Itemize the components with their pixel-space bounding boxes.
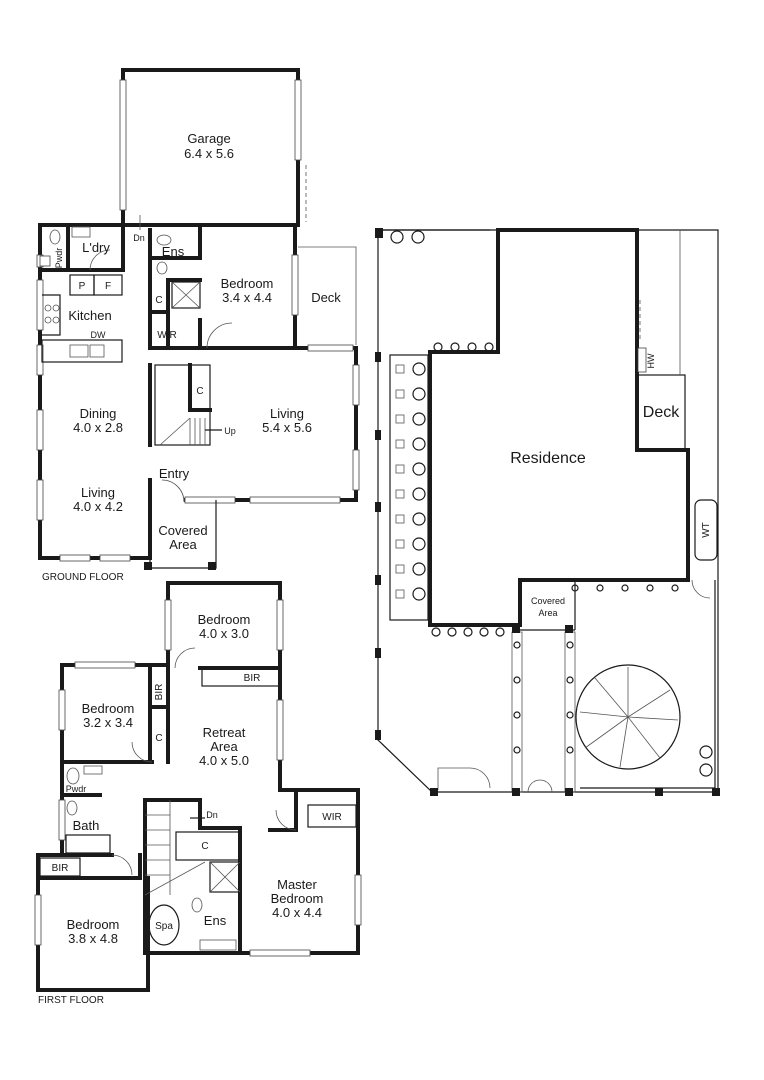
- gf-ensuite-name: Ens: [162, 244, 185, 259]
- ff-closet-mid-name: C: [201, 841, 208, 852]
- gf-dining-size: 4.0 x 2.8: [73, 420, 123, 435]
- gf-living-front-name: Living: [81, 485, 115, 500]
- ff-master-size: 4.0 x 4.4: [272, 905, 322, 920]
- first-floor-caption: FIRST FLOOR: [38, 995, 104, 1006]
- gf-pantry-name: P: [79, 281, 86, 292]
- first-floor-plan: Bedroom 4.0 x 3.0 BIR Bedroom 3.2 x 3.4 …: [34, 581, 362, 1006]
- ff-bath-name: Bath: [73, 818, 100, 833]
- site-residence-name: Residence: [510, 450, 586, 467]
- ground-floor-plan: Garage 6.4 x 5.6 Deck: [36, 68, 360, 583]
- ff-bedroom-bottom-name: Bedroom: [67, 917, 120, 932]
- gf-kitchen-name: Kitchen: [68, 308, 111, 323]
- gf-up-label: Up: [224, 426, 236, 436]
- gf-dining-name: Dining: [80, 406, 117, 421]
- site-plan: Residence Deck HW WT Covered Area: [375, 228, 720, 796]
- ff-powder-name: Pwdr: [66, 784, 87, 794]
- ff-ensuite-name: Ens: [204, 913, 227, 928]
- site-deck-name: Deck: [643, 404, 680, 421]
- ff-master-name2: Bedroom: [271, 891, 324, 906]
- ff-bedroom-left-name: Bedroom: [82, 701, 135, 716]
- ground-floor-caption: GROUND FLOOR: [42, 572, 124, 583]
- ff-bir-top-name: BIR: [244, 673, 261, 684]
- site-hw-label: HW: [646, 353, 656, 368]
- gf-covered-name: Covered: [158, 523, 207, 538]
- ff-spa-name: Spa: [155, 921, 173, 932]
- gf-living-main-name: Living: [270, 406, 304, 421]
- tree-icon: [575, 664, 681, 770]
- gf-deck-name: Deck: [311, 290, 341, 305]
- ff-bedroom-left-size: 3.2 x 3.4: [83, 715, 133, 730]
- ff-bir-side-name: BIR: [154, 684, 165, 701]
- ff-bedroom-top-name: Bedroom: [198, 612, 251, 627]
- gf-laundry-name: L'dry: [82, 240, 110, 255]
- gf-stair-closet: C: [196, 386, 203, 397]
- ff-closet-left-name: C: [155, 733, 162, 744]
- site-wt-label: WT: [701, 522, 712, 538]
- ff-master-name: Master: [277, 877, 317, 892]
- ff-bir-bottom-name: BIR: [52, 863, 69, 874]
- garage-size: 6.4 x 5.6: [184, 146, 234, 161]
- ff-wir-name: WIR: [322, 812, 341, 823]
- ff-retreat-name2: Area: [210, 739, 238, 754]
- ff-bedroom-bottom-size: 3.8 x 4.8: [68, 931, 118, 946]
- gf-wir-name: WIR: [157, 330, 176, 341]
- ff-bedroom-top-size: 4.0 x 3.0: [199, 626, 249, 641]
- gf-fridge-name: F: [105, 281, 111, 292]
- site-covered-name: Covered: [531, 596, 565, 606]
- gf-dn-label: Dn: [133, 233, 145, 243]
- ff-retreat-name: Retreat: [203, 725, 246, 740]
- gf-powder-name: Pwdr: [54, 248, 64, 269]
- ff-retreat-size: 4.0 x 5.0: [199, 753, 249, 768]
- gf-dw-label: DW: [91, 330, 106, 340]
- gf-closet-name: C: [155, 295, 162, 306]
- gf-living-main-size: 5.4 x 5.6: [262, 420, 312, 435]
- residence-outline: [428, 228, 690, 627]
- gf-entry-name: Entry: [159, 466, 190, 481]
- garage-name: Garage: [187, 131, 230, 146]
- gf-covered-name2: Area: [169, 537, 197, 552]
- ff-dn-label: Dn: [206, 810, 218, 820]
- gf-bedroom-name: Bedroom: [221, 276, 274, 291]
- gf-living-front-size: 4.0 x 4.2: [73, 499, 123, 514]
- gf-bedroom-size: 3.4 x 4.4: [222, 290, 272, 305]
- site-covered-name2: Area: [538, 608, 557, 618]
